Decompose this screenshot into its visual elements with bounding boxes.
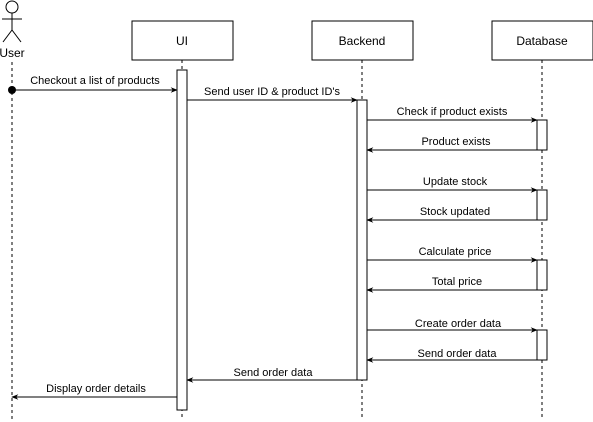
actor-left-leg (2, 29, 13, 43)
backend-participant-label: Backend (339, 34, 386, 48)
actor-head (5, 0, 19, 14)
message-label: Update stock (423, 176, 488, 188)
backend-participant-box (311, 20, 414, 61)
message-label: Send order data (418, 348, 498, 360)
message-label: Check if product exists (397, 106, 508, 118)
user-actor (2, 0, 22, 43)
message-label: Display order details (46, 383, 146, 395)
database-activation-bar (536, 189, 548, 221)
database-activation-bar (536, 329, 548, 361)
message-label: Create order data (415, 318, 502, 330)
message-label: Send user ID & product ID's (204, 86, 340, 98)
database-participant-box (491, 20, 593, 61)
actor-right-leg (11, 29, 22, 43)
ui-activation-bar (176, 69, 188, 411)
ui-participant-label: UI (176, 34, 188, 48)
ui-participant-box (131, 20, 234, 61)
message-label: Stock updated (420, 206, 490, 218)
message-label: Calculate price (419, 246, 492, 258)
database-activation-bar (536, 259, 548, 291)
database-participant-label: Database (516, 34, 568, 48)
message-label: Send order data (234, 367, 314, 379)
message-label: Checkout a list of products (30, 75, 160, 87)
message-label: Total price (432, 276, 482, 288)
actor-label: User (0, 46, 25, 60)
message-label: Product exists (421, 136, 491, 148)
database-activation-bar (536, 119, 548, 151)
backend-activation-bar (356, 99, 368, 381)
